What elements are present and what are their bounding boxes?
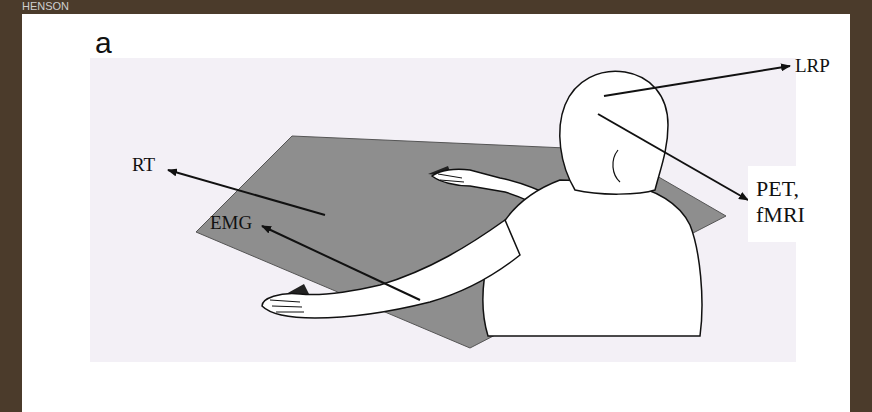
rt-arrow [168,170,325,215]
header-text: HENSON [22,0,69,12]
method-text: PET, fMRI [756,176,816,228]
pet-arrow [598,114,748,200]
method-box: PET, fMRI [748,166,850,242]
ear [613,150,620,182]
finger-lines [438,174,464,182]
measure-label: LRP [795,55,830,77]
panel-letter: a [95,26,112,60]
measure-label: RT [132,154,155,176]
lrp-arrow [604,66,790,96]
measure-label: EMG [210,212,252,234]
left-arm [262,220,520,318]
head [560,71,668,194]
emg-arrow [262,226,420,300]
finger-lines [270,300,304,312]
